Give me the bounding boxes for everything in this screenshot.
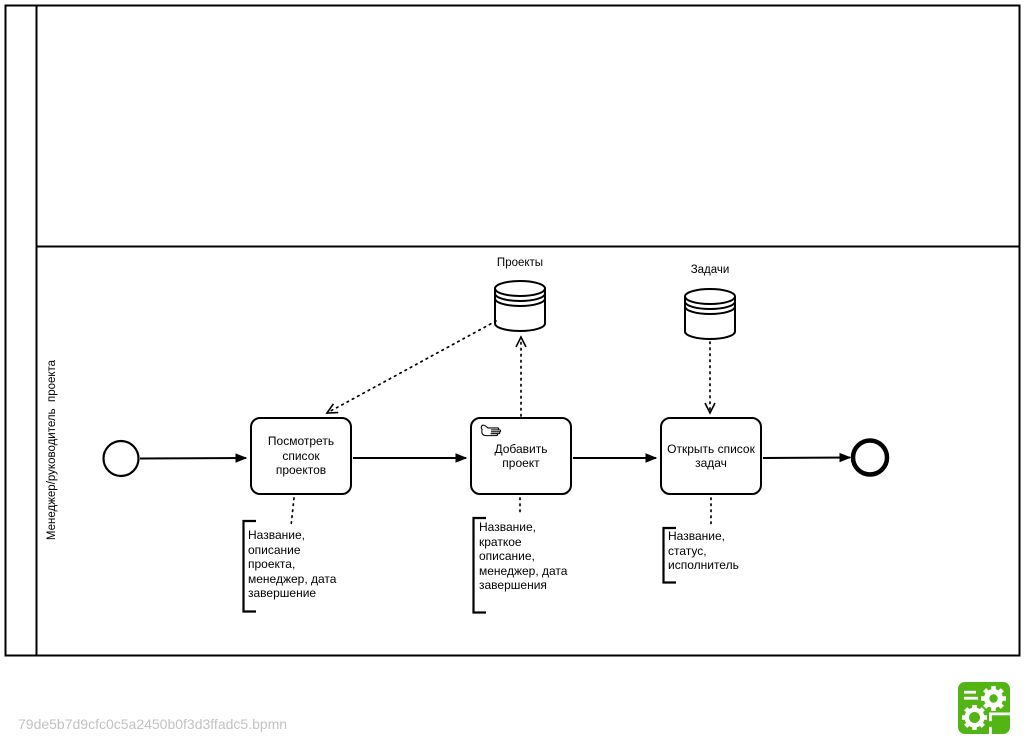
- task-label: Добавить проект: [494, 441, 548, 471]
- end-event-circle[interactable]: [850, 438, 890, 477]
- annotation1-bracket[interactable]: [242, 519, 257, 613]
- annotation2-text: Название, краткое описание, менеджер, да…: [479, 520, 568, 592]
- data-store-tasks[interactable]: [684, 288, 736, 340]
- logo-slit: [964, 696, 978, 700]
- logo-gear-bottom-left: [962, 705, 987, 730]
- task-label: Посмотреть список проектов: [267, 434, 335, 478]
- annotation3-text: Название, статус, исполнитель: [668, 529, 739, 572]
- data-store-tasks-label: Задачи: [690, 264, 730, 276]
- pool-border[interactable]: [4, 4, 1021, 657]
- logo-channel: [989, 712, 1010, 716]
- annotation3-bracket[interactable]: [662, 526, 677, 584]
- task-open-task-list[interactable]: Открыть список задач: [660, 417, 762, 495]
- task-view-project-list[interactable]: Посмотреть список проектов: [250, 417, 352, 495]
- annotation1-text: Название, описание проекта, менеджер, да…: [248, 528, 337, 600]
- bpmn-io-logo[interactable]: [958, 682, 1010, 734]
- association-task1-to-annotation1[interactable]: [290, 497, 295, 527]
- data-store-projects[interactable]: [494, 280, 546, 332]
- logo-puzzle-tab: [987, 721, 994, 727]
- sequence-flow-task3-to-end[interactable]: [762, 458, 850, 459]
- lane-label-manager: Менеджер/руководитель проекта: [46, 359, 58, 541]
- task-label: Открыть список задач: [667, 441, 755, 471]
- logo-slit: [964, 690, 976, 694]
- data-store-projects-label: Проекты: [496, 257, 544, 269]
- start-event-circle[interactable]: [102, 439, 140, 478]
- manual-task-hand-icon: [480, 424, 502, 437]
- data-association-projects-to-task1[interactable]: [325, 320, 497, 414]
- task-add-project[interactable]: Добавить проект: [470, 417, 572, 495]
- diagram-filename: 79de5b7d9cfc0c5a2450b0f3d3ffadc5.bpmn: [18, 716, 288, 732]
- logo-gear-top-right: [981, 686, 1006, 711]
- annotation2-bracket[interactable]: [472, 516, 487, 614]
- sequence-flow-start-to-task1[interactable]: [139, 458, 246, 459]
